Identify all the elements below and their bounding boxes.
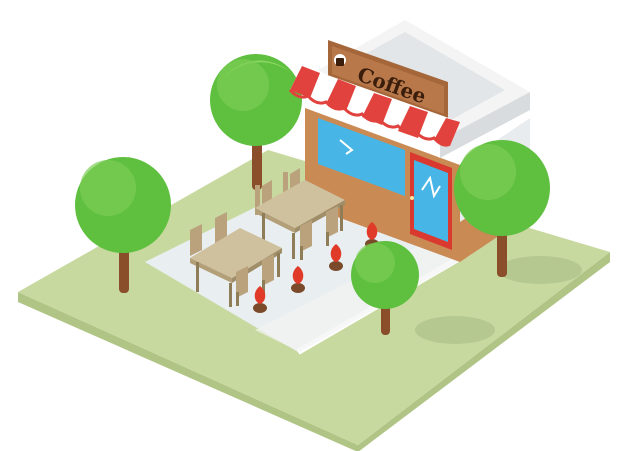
tree-shadow <box>498 256 582 284</box>
flower-pot <box>291 266 305 293</box>
roof-side <box>440 92 530 158</box>
flower-pot <box>329 244 343 271</box>
table-back <box>255 168 345 260</box>
shop-window <box>318 118 405 196</box>
lawn-side <box>18 252 610 451</box>
door-glass <box>414 160 448 242</box>
tree-right <box>454 140 550 277</box>
tree-front-small <box>351 241 419 335</box>
tree-shadow <box>415 316 495 344</box>
tree-back-left <box>210 54 302 190</box>
table-top <box>190 228 282 278</box>
flower-pot <box>253 286 267 313</box>
tree-left <box>75 157 171 293</box>
coffee-cup-icon <box>334 54 346 66</box>
door-handle <box>410 196 414 200</box>
table-top <box>255 180 345 228</box>
table-front <box>190 212 282 307</box>
awning <box>288 66 460 147</box>
